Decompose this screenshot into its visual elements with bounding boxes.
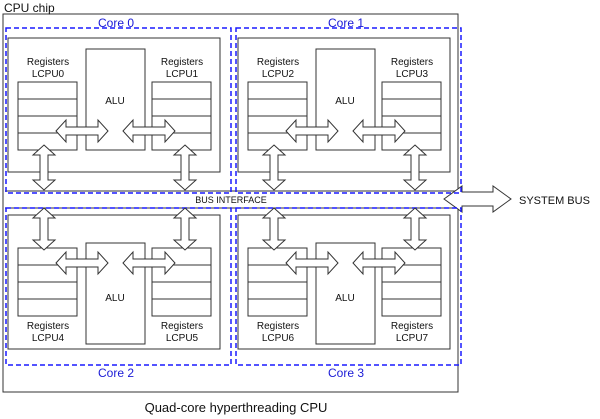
reg-alu-arrow-left: [55, 250, 109, 276]
core-inner-box: [7, 37, 221, 173]
alu-label: ALU: [335, 96, 354, 107]
register-cell-left: [17, 298, 78, 317]
register-cell-left: [17, 281, 78, 300]
register-cell-right: [381, 132, 442, 151]
bus-arrow-right: [172, 207, 198, 251]
register-cell-left: [247, 298, 308, 317]
cpu-chip-label: CPU chip: [4, 1, 55, 15]
reg-alu-arrow-right: [352, 118, 406, 144]
alu-label: ALU: [105, 293, 124, 304]
register-cell-left: [247, 264, 308, 283]
lcpu-label-left: LCPU4: [32, 333, 65, 344]
core-label: Core 3: [328, 366, 364, 380]
alu-label: ALU: [105, 96, 124, 107]
bus-arrow-right: [402, 207, 428, 251]
bus-arrow-left: [261, 144, 287, 191]
register-cell-right: [151, 298, 212, 317]
bus-interface-label: BUS INTERFACE: [195, 195, 267, 205]
core-inner-box: [237, 214, 451, 350]
core-label: Core 2: [98, 366, 134, 380]
core-border: [5, 27, 232, 194]
system-bus-arrow: [443, 185, 512, 213]
register-cell-left: [247, 98, 308, 117]
register-cell-left: [17, 98, 78, 117]
register-cell-left: [17, 264, 78, 283]
register-cell-right: [381, 264, 442, 283]
lcpu-label-left: LCPU0: [32, 69, 65, 80]
lcpu-label-left: LCPU6: [262, 333, 295, 344]
registers-label-left: Registers: [257, 321, 299, 332]
registers-label-right: Registers: [391, 321, 433, 332]
registers-label-right: Registers: [161, 321, 203, 332]
register-cell-right: [151, 281, 212, 300]
core-border: [5, 207, 232, 366]
registers-label-left: Registers: [27, 321, 69, 332]
cores-group: Core 0ALURegistersLCPU0RegistersLCPU1Cor…: [5, 16, 462, 380]
register-cell-right: [151, 81, 212, 100]
lcpu-label-right: LCPU3: [396, 69, 429, 80]
core-label: Core 1: [328, 16, 364, 30]
register-cell-right: [151, 132, 212, 151]
bus-arrow-left: [31, 144, 57, 191]
lcpu-label-right: LCPU5: [166, 333, 199, 344]
registers-label-right: Registers: [161, 57, 203, 68]
registers-label-left: Registers: [27, 57, 69, 68]
reg-alu-arrow-left: [285, 250, 339, 276]
core-inner-box: [7, 214, 221, 350]
reg-alu-arrow-right: [352, 250, 406, 276]
register-cell-left: [247, 132, 308, 151]
register-cell-right: [381, 98, 442, 117]
registers-label-left: Registers: [257, 57, 299, 68]
register-cell-left: [17, 132, 78, 151]
register-cell-right: [151, 98, 212, 117]
bus-arrow-right: [402, 144, 428, 191]
bus-arrow-right: [172, 144, 198, 191]
register-cell-right: [381, 81, 442, 100]
system-bus-label: SYSTEM BUS: [519, 195, 590, 207]
reg-alu-arrow-right: [122, 250, 176, 276]
reg-alu-arrow-right: [122, 118, 176, 144]
bus-arrow-left: [31, 207, 57, 251]
reg-alu-arrow-left: [55, 118, 109, 144]
register-cell-right: [151, 264, 212, 283]
reg-alu-arrow-left: [285, 118, 339, 144]
bus-arrow-left: [261, 207, 287, 251]
core-label: Core 0: [98, 16, 134, 30]
lcpu-label-right: LCPU1: [166, 69, 199, 80]
core-inner-box: [237, 37, 451, 173]
register-cell-left: [247, 81, 308, 100]
alu-label: ALU: [335, 293, 354, 304]
caption: Quad-core hyperthreading CPU: [145, 400, 328, 415]
register-cell-left: [247, 281, 308, 300]
lcpu-label-left: LCPU2: [262, 69, 295, 80]
register-cell-right: [381, 281, 442, 300]
lcpu-label-right: LCPU7: [396, 333, 429, 344]
register-cell-left: [17, 81, 78, 100]
registers-label-right: Registers: [391, 57, 433, 68]
core-border: [235, 207, 462, 366]
core-border: [235, 27, 462, 194]
register-cell-right: [381, 298, 442, 317]
